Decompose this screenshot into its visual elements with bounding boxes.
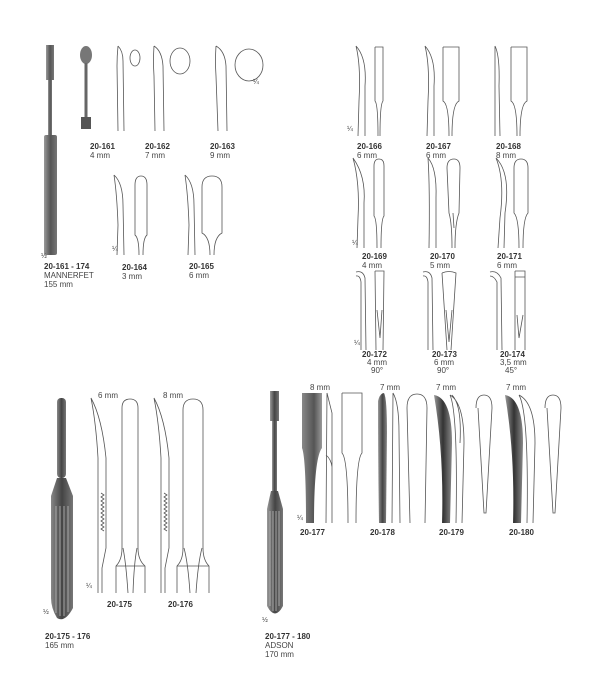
group-length: 170 mm <box>265 650 294 659</box>
tip-profile-20-166 <box>355 45 384 137</box>
item-code: 20-174 <box>500 350 525 359</box>
group-name: MANNERFET <box>44 271 94 280</box>
item-size: 6 mm <box>357 151 377 160</box>
group-length: 155 mm <box>44 280 73 289</box>
scale-label: ½ <box>43 609 49 616</box>
tip-profile-20-170 <box>427 157 461 249</box>
item-size: 3 mm <box>122 272 142 281</box>
item-code: 20-180 <box>509 528 534 537</box>
tip-width-label: 7 mm <box>506 383 526 392</box>
item-angle: 90° <box>437 366 450 375</box>
tip-profile-20-171 <box>495 157 529 249</box>
tip-profile-20-168 <box>494 45 528 137</box>
tip-profile-20-178 <box>378 392 428 524</box>
item-size: 7 mm <box>145 151 165 160</box>
item-code: 20-163 <box>210 142 235 151</box>
scale-label: ¼ <box>354 340 360 347</box>
group-range: 20-161 - 174 <box>44 262 90 271</box>
item-size: 6 mm <box>426 151 446 160</box>
item-code: 20-162 <box>145 142 170 151</box>
item-size: 6 mm <box>497 261 517 270</box>
tip-profile-20-177 <box>302 392 363 524</box>
tip-profile-20-167 <box>424 45 460 137</box>
item-code: 20-164 <box>122 263 147 272</box>
scale-label: ¼ <box>253 79 259 86</box>
item-size: 5 mm <box>430 261 450 270</box>
item-code: 20-171 <box>497 252 522 261</box>
tip-profile-20-174 <box>489 270 526 351</box>
tip-profile-20-164 <box>113 174 148 256</box>
spoon-tip-illustration <box>80 46 92 129</box>
tip-width-label: 6 mm <box>98 391 118 400</box>
item-code: 20-177 <box>300 528 325 537</box>
item-code: 20-173 <box>432 350 457 359</box>
tip-profile-20-162 <box>153 45 191 132</box>
item-size: 4 mm <box>362 261 382 270</box>
scale-label: ¼ <box>86 583 92 590</box>
group-range: 20-175 - 176 <box>45 632 91 641</box>
item-size: 6 mm <box>434 358 454 367</box>
item-code: 20-169 <box>362 252 387 261</box>
tip-profile-20-161 <box>116 45 141 132</box>
tip-width-label: 8 mm <box>310 383 330 392</box>
item-code: 20-170 <box>430 252 455 261</box>
item-size: 4 mm <box>90 151 110 160</box>
tip-profile-20-175 <box>90 397 146 594</box>
tip-profile-20-169 <box>352 157 385 249</box>
tip-profile-20-179 <box>434 394 493 524</box>
item-code: 20-161 <box>90 142 115 151</box>
item-code: 20-168 <box>496 142 521 151</box>
raspatory-handle-illustration <box>51 398 73 620</box>
item-code: 20-178 <box>370 528 395 537</box>
tip-width-label: 7 mm <box>380 383 400 392</box>
item-code: 20-175 <box>107 600 132 609</box>
item-angle: 90° <box>371 366 384 375</box>
adson-handle-illustration <box>267 391 283 614</box>
tip-profile-20-173 <box>422 271 457 351</box>
tip-profile-20-172 <box>355 270 385 351</box>
item-code: 20-165 <box>189 262 214 271</box>
group-range: 20-177 - 180 <box>265 632 311 641</box>
scale-label: ¼ <box>297 515 303 522</box>
item-code: 20-166 <box>357 142 382 151</box>
item-size: 9 mm <box>210 151 230 160</box>
scale-label: ½ <box>41 253 47 260</box>
tip-profile-20-163 <box>215 45 264 132</box>
mannerfelt-handle-illustration <box>44 45 57 255</box>
item-size: 3,5 mm <box>500 358 527 367</box>
item-code: 20-167 <box>426 142 451 151</box>
scale-label: ¼ <box>112 246 118 253</box>
tip-profile-20-180 <box>505 394 562 524</box>
tip-width-label: 7 mm <box>436 383 456 392</box>
item-size: 4 mm <box>367 358 387 367</box>
item-size: 8 mm <box>496 151 516 160</box>
scale-label: ¼ <box>347 126 353 133</box>
tip-profile-20-176 <box>153 397 210 594</box>
tip-width-label: 8 mm <box>163 391 183 400</box>
group-name: ADSON <box>265 641 294 650</box>
item-code: 20-176 <box>168 600 193 609</box>
item-size: 6 mm <box>189 271 209 280</box>
tip-profile-20-165 <box>184 174 223 256</box>
scale-label: ¼ <box>352 240 358 247</box>
item-code: 20-172 <box>362 350 387 359</box>
group-length: 165 mm <box>45 641 74 650</box>
item-angle: 45° <box>505 366 518 375</box>
scale-label: ½ <box>262 617 268 624</box>
item-code: 20-179 <box>439 528 464 537</box>
